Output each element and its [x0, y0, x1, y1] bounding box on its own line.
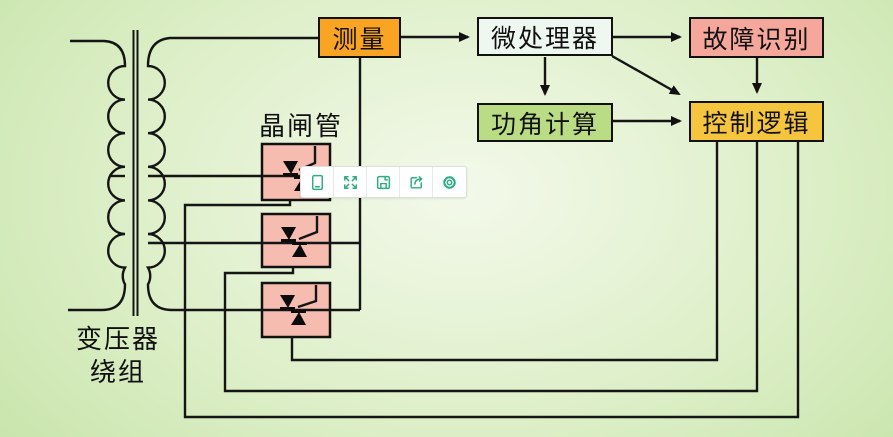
export-icon: [409, 175, 422, 189]
valve2-connector: [298, 216, 319, 241]
measure-box-label: 测量: [332, 26, 387, 54]
transformer-label-line1: 变压器: [75, 325, 160, 354]
transformer-winding-label: 变压器 绕组: [58, 323, 178, 389]
viewer-toolbar: [300, 166, 467, 198]
circuit-wires: [68, 30, 800, 419]
transformer-core: [132, 30, 139, 316]
fault-identification-box-label: 故障识别: [702, 26, 811, 54]
thyristor-label: 晶闸管: [258, 112, 343, 141]
control-logic-box-label: 控制逻辑: [702, 110, 811, 138]
mobile-preview-icon: [311, 174, 323, 190]
power-angle-box-label: 功角计算: [490, 111, 599, 139]
microprocessor-box-label: 微处理器: [490, 25, 599, 53]
fullscreen-icon: [343, 175, 357, 189]
fullscreen-button[interactable]: [334, 167, 367, 197]
mobile-preview-button[interactable]: [301, 167, 334, 197]
export-button[interactable]: [400, 167, 433, 197]
settings-button[interactable]: [433, 167, 466, 197]
valve3-connector: [297, 285, 318, 309]
gate-line-3: [290, 141, 719, 362]
settings-icon: [443, 175, 456, 189]
thyristor-pair-icon: [280, 295, 306, 325]
transformer-label-line2: 绕组: [89, 358, 146, 387]
save-icon: [376, 175, 390, 189]
thyristor-symbols: [280, 161, 309, 325]
save-button[interactable]: [367, 167, 400, 197]
gate-line-2: [223, 141, 759, 393]
microprocessor-box: 微处理器: [477, 17, 613, 56]
gate-line-1: [183, 141, 800, 419]
thyristor-pair-icon: [281, 227, 307, 257]
measure-box: 测量: [318, 17, 401, 58]
power-angle-box: 功角计算: [477, 103, 613, 142]
arrow-micro-to-control: [611, 54, 681, 96]
transformer-primary-winding: [68, 39, 128, 312]
fault-identification-box: 故障识别: [689, 17, 824, 58]
control-logic-box: 控制逻辑: [689, 101, 824, 142]
transformer-secondary-winding: [145, 36, 360, 312]
